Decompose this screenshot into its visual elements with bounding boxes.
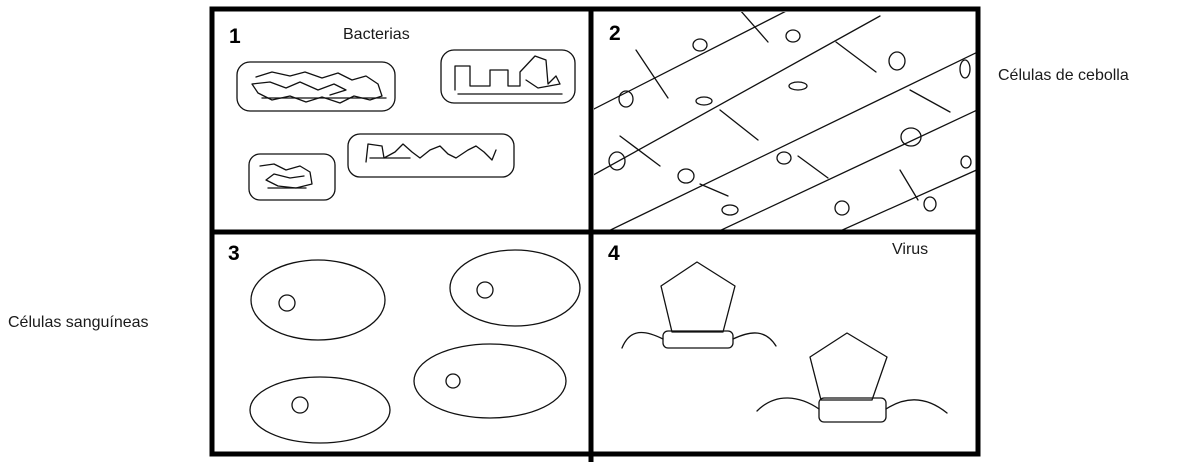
panel-4-number: 4 <box>608 242 620 266</box>
nucleus <box>835 201 849 215</box>
blood-cell <box>450 250 580 326</box>
blood-cell-nucleus <box>446 374 460 388</box>
nucleus <box>889 52 905 70</box>
virus-collar <box>819 398 886 422</box>
virus-capsid-head <box>661 262 735 332</box>
panel-3-number: 3 <box>228 242 240 266</box>
bacteria-drawings <box>237 50 575 200</box>
blood-cell-nucleus <box>477 282 493 298</box>
nucleus <box>619 91 633 107</box>
bacteria-squiggle <box>366 144 496 162</box>
nucleus <box>901 128 921 146</box>
bacteria-capsule <box>348 134 514 177</box>
virus-tail-fiber <box>757 398 819 411</box>
panel-4-title: Virus <box>892 241 928 259</box>
nucleus <box>722 205 738 215</box>
blood-cell <box>414 344 566 418</box>
onion-cell-nuclei <box>609 30 971 215</box>
virus-2 <box>757 333 947 422</box>
virus-tail-fiber <box>886 400 947 413</box>
nucleus <box>696 97 712 105</box>
nucleus <box>924 197 936 211</box>
blood-cell <box>251 260 385 340</box>
bacteria-squiggle <box>260 164 312 188</box>
bacteria-squiggle <box>455 56 560 90</box>
onion-cell-walls <box>588 4 990 240</box>
virus-tail-fiber <box>733 333 776 346</box>
virus-tail-fiber <box>622 332 663 348</box>
virus-capsid-head <box>810 333 887 400</box>
bacteria-capsule <box>237 62 395 111</box>
nucleus <box>609 152 625 170</box>
nucleus <box>777 152 791 164</box>
nucleus <box>678 169 694 183</box>
bacteria-capsule <box>249 154 335 200</box>
virus-collar <box>663 331 733 348</box>
panel-1-title: Bacterias <box>343 26 410 44</box>
blood-cell-nucleus <box>279 295 295 311</box>
nucleus <box>789 82 807 90</box>
nucleus <box>960 60 970 78</box>
nucleus <box>961 156 971 168</box>
nucleus <box>693 39 707 51</box>
nucleus <box>786 30 800 42</box>
virus-1 <box>622 262 776 348</box>
blood-cell-nucleus <box>292 397 308 413</box>
panel-2-number: 2 <box>609 22 621 46</box>
blood-cells-label: Células sanguíneas <box>8 314 149 332</box>
panel-1-number: 1 <box>229 25 241 49</box>
blood-cells <box>250 250 580 443</box>
blood-cell <box>250 377 390 443</box>
onion-cells-label: Células de cebolla <box>998 67 1129 85</box>
